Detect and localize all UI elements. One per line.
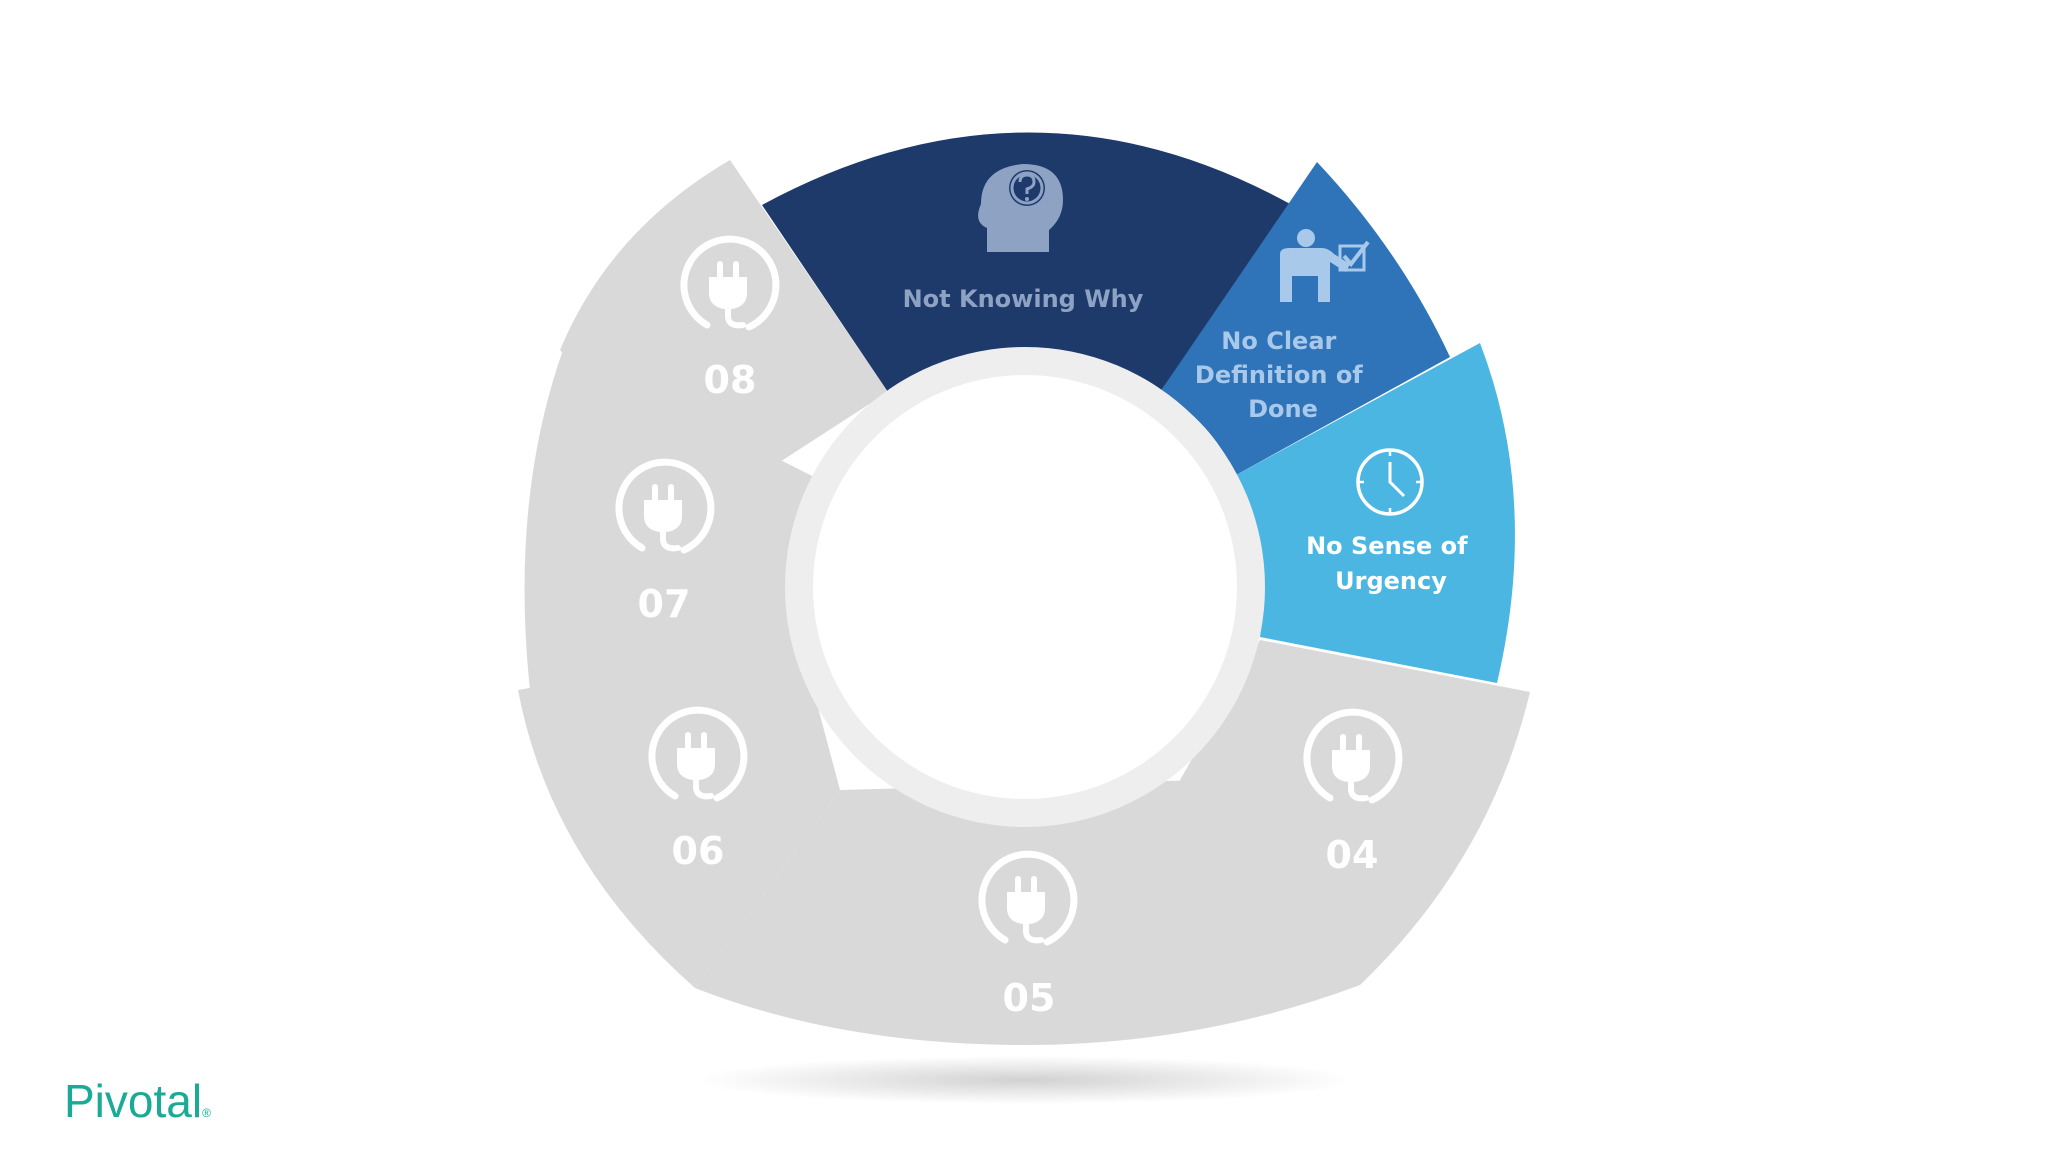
segment-label-not-knowing-why: Not Knowing Why <box>903 285 1144 313</box>
diagram-shadow <box>695 1056 1355 1104</box>
segment-no-sense-of-urgency <box>1236 343 1515 683</box>
logo-text: Pivotal <box>64 1075 203 1127</box>
center-hole <box>813 375 1237 799</box>
item-number-label: 07 <box>638 582 691 626</box>
segment-not-knowing-why <box>762 132 1292 392</box>
plug-icon <box>1303 708 1403 804</box>
clock-icon <box>1356 448 1424 516</box>
item-number-label: 06 <box>672 829 725 873</box>
segment-label-no-clear-definition: No Clear Definition of Done <box>1195 327 1371 423</box>
segment-04-shape <box>1180 640 1530 985</box>
plug-icon <box>978 850 1078 946</box>
segment-06-shape <box>518 640 840 988</box>
head-question-icon <box>978 164 1063 252</box>
segment-no-clear-definition <box>1160 162 1450 475</box>
item-number-label: 08 <box>704 358 757 402</box>
logo-registered-mark: ® <box>202 1106 211 1120</box>
plug-icon <box>615 458 715 554</box>
person-checkbox-icon <box>1280 229 1370 302</box>
plug-icon <box>680 235 780 331</box>
item-number-label: 04 <box>1326 833 1379 877</box>
pivotal-logo: Pivotal® <box>64 1078 211 1124</box>
plug-icon <box>648 706 748 802</box>
item-number-label: 05 <box>1003 976 1056 1020</box>
inactive-items: 04 05 06 07 08 <box>615 235 1403 1020</box>
segment-label-no-sense-of-urgency: No Sense of Urgency <box>1306 532 1476 595</box>
